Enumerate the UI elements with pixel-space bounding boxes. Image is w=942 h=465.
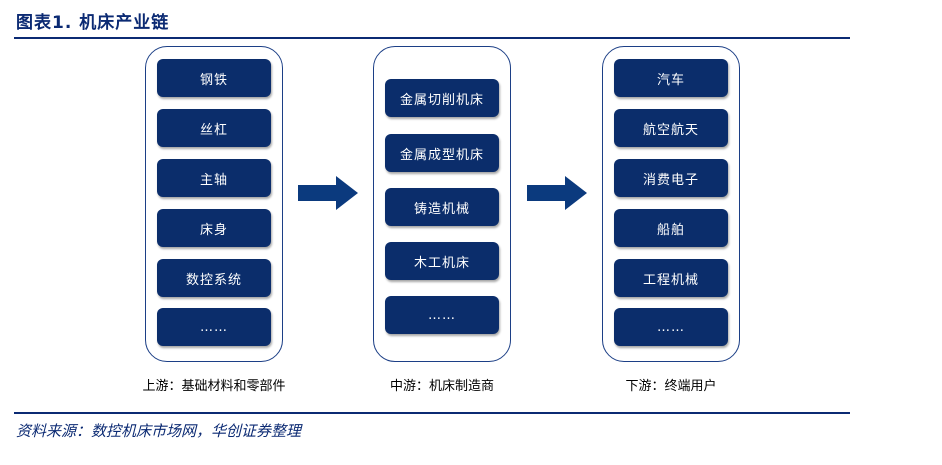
midstream-item: …… (385, 296, 499, 334)
downstream-item: 汽车 (614, 59, 728, 97)
upstream-item: 主轴 (157, 159, 271, 197)
title-divider (14, 37, 850, 39)
upstream-caption: 上游：基础材料和零部件 (142, 379, 286, 394)
downstream-item: …… (614, 308, 728, 346)
downstream-caption: 下游：终端用户 (625, 379, 717, 394)
upstream-item: 丝杠 (157, 109, 271, 147)
downstream-item: 船舶 (614, 209, 728, 247)
right-arrow-icon (298, 176, 358, 210)
downstream-item: 消费电子 (614, 159, 728, 197)
midstream-item: 铸造机械 (385, 188, 499, 226)
upstream-item: 床身 (157, 209, 271, 247)
upstream-column: 钢铁 丝杠 主轴 床身 数控系统 …… (145, 46, 283, 362)
right-arrow-icon (527, 176, 587, 210)
midstream-caption: 中游：机床制造商 (389, 379, 495, 394)
figure-title: 图表1. 机床产业链 (16, 13, 170, 33)
midstream-item: 木工机床 (385, 242, 499, 280)
source-note: 资料来源：数控机床市场网，华创证券整理 (16, 422, 302, 440)
midstream-item: 金属切削机床 (385, 79, 499, 117)
source-divider (14, 412, 850, 414)
midstream-column: 金属切削机床 金属成型机床 铸造机械 木工机床 …… (373, 46, 511, 362)
upstream-item: 数控系统 (157, 259, 271, 297)
downstream-column: 汽车 航空航天 消费电子 船舶 工程机械 …… (602, 46, 740, 362)
upstream-item: 钢铁 (157, 59, 271, 97)
downstream-item: 航空航天 (614, 109, 728, 147)
midstream-item: 金属成型机床 (385, 134, 499, 172)
downstream-item: 工程机械 (614, 259, 728, 297)
upstream-item: …… (157, 308, 271, 346)
